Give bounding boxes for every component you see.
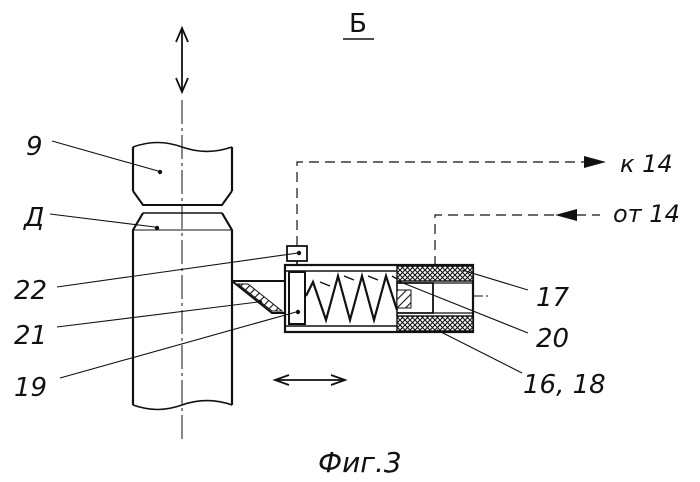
horizontal-motion-arrow (275, 375, 345, 385)
callout-16-18: 16, 18 (523, 370, 606, 400)
leader-lines (50, 141, 528, 378)
callout-22: 22 (14, 276, 47, 306)
signal-line-out (297, 156, 606, 246)
view-label: Б (349, 9, 367, 39)
sensor-22 (287, 246, 307, 265)
vertical-motion-arrow (176, 28, 188, 92)
core-20 (397, 283, 473, 313)
callout-D: Д (23, 203, 44, 233)
signal-out-label: к 14 (620, 150, 673, 178)
plunger-19 (289, 272, 305, 324)
callout-21: 21 (14, 321, 47, 351)
callout-19: 19 (14, 373, 47, 403)
callout-17: 17 (536, 283, 570, 313)
spring (306, 276, 397, 320)
callout-20: 20 (536, 324, 569, 354)
solenoid-housing (285, 265, 490, 332)
signal-line-in (435, 209, 600, 266)
wedge-pusher-21 (232, 281, 286, 313)
signal-in-label: от 14 (613, 200, 680, 228)
callout-9: 9 (26, 132, 43, 162)
figure-caption: Фиг.3 (318, 446, 402, 479)
